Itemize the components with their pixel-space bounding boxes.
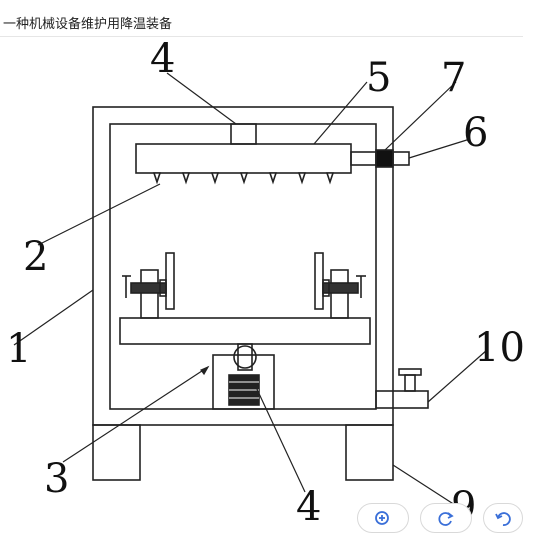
nozzle <box>325 172 335 185</box>
leader-4b <box>254 384 306 493</box>
leader-1 <box>13 289 94 346</box>
shaft <box>237 343 253 371</box>
arrowhead-3 <box>200 365 210 376</box>
leader-lines <box>13 72 488 506</box>
page-title: 一种机械设备维护用降温装备 <box>3 17 173 32</box>
pipe-extension <box>350 151 377 166</box>
housing-outer <box>92 106 394 426</box>
undo-button[interactable] <box>483 503 523 533</box>
rotate-button[interactable] <box>420 503 472 533</box>
leader-7 <box>384 81 457 151</box>
clamp-plate <box>314 252 324 310</box>
nozzle <box>268 172 278 185</box>
callout-2: 2 <box>23 234 48 280</box>
callout-6: 6 <box>463 110 488 156</box>
clamp-plate <box>165 252 175 310</box>
nozzle <box>210 172 220 185</box>
callout-5: 5 <box>366 55 391 101</box>
nozzle <box>152 172 162 185</box>
clamp-right <box>314 252 366 319</box>
leader-2 <box>37 183 161 246</box>
leader-6 <box>408 138 471 159</box>
callout-4b: 4 <box>296 484 321 524</box>
undo-icon <box>495 512 511 526</box>
drain-stem <box>404 374 416 392</box>
zoom-in-button[interactable] <box>357 503 409 533</box>
clamp-post <box>140 269 159 319</box>
zoom-in-icon <box>375 511 389 525</box>
leader-3 <box>62 366 209 463</box>
nozzle <box>181 172 191 185</box>
nozzle-row <box>152 172 335 185</box>
clamp-block <box>322 279 330 297</box>
leg-right <box>345 424 394 481</box>
leader-10 <box>427 349 488 403</box>
housing-inner <box>109 123 377 410</box>
clamp-post <box>330 269 349 319</box>
leader-5 <box>313 81 368 145</box>
work-table <box>119 317 371 345</box>
title-bar: 一种机械设备维护用降温装备 <box>0 0 523 37</box>
motor-base <box>212 354 275 410</box>
leader-4 <box>166 72 237 125</box>
callout-1: 1 <box>6 326 31 372</box>
clamp-left <box>122 252 175 319</box>
callout-7: 7 <box>441 55 466 101</box>
clamp-block <box>159 279 167 297</box>
patent-drawing: 1 2 3 4 5 6 7 9 10 4 <box>6 38 525 524</box>
callout-10: 10 <box>474 325 525 371</box>
rotate-icon <box>438 512 454 526</box>
callout-3: 3 <box>44 456 69 502</box>
callout-4: 4 <box>150 38 175 82</box>
leader-9 <box>392 464 456 506</box>
spray-pipe <box>135 143 352 174</box>
leg-left <box>92 424 141 481</box>
nozzle <box>297 172 307 185</box>
nozzle <box>239 172 249 185</box>
pipe-outlet <box>392 151 410 166</box>
drain-cap <box>398 368 422 376</box>
shaft-coupling <box>233 345 257 369</box>
valve-7 <box>375 149 394 168</box>
drain-box <box>375 390 429 409</box>
top-connector <box>230 123 257 145</box>
image-viewer: 1 2 3 4 5 6 7 9 10 4 <box>0 38 533 524</box>
